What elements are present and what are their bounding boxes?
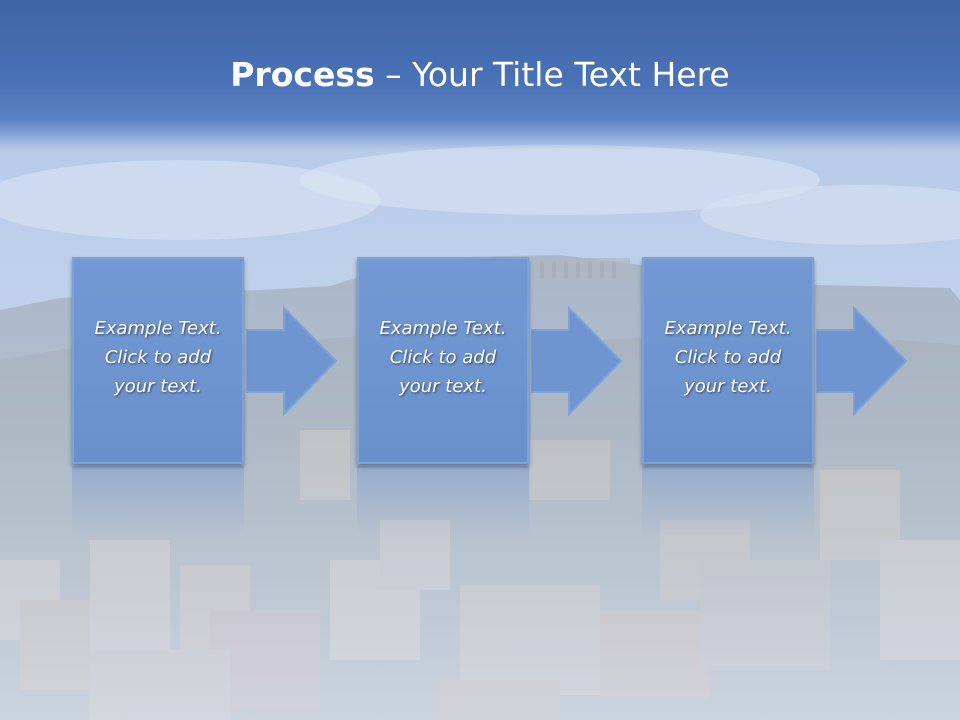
step-2-line-2: Click to add (389, 347, 497, 368)
step-1-line-3: your text. (114, 376, 202, 397)
step-2-line-3: your text. (399, 376, 487, 397)
title-bold: Process (230, 55, 375, 94)
step-1-text: Example Text. Click to add your text. (74, 314, 242, 401)
step-3-text: Example Text. Click to add your text. (644, 314, 812, 401)
step-1-box[interactable]: Example Text. Click to add your text. (72, 257, 244, 464)
step-2-line-1: Example Text. (379, 318, 507, 339)
step-1-line-2: Click to add (104, 347, 212, 368)
step-3-line-3: your text. (684, 376, 772, 397)
slide-title[interactable]: Process – Your Title Text Here (0, 52, 960, 98)
step-3-arrow-right-icon (816, 306, 908, 416)
step-3-box[interactable]: Example Text. Click to add your text. (642, 257, 814, 464)
step-1-line-1: Example Text. (94, 318, 222, 339)
step-3-line-1: Example Text. (664, 318, 792, 339)
step-2-box[interactable]: Example Text. Click to add your text. (357, 257, 529, 464)
step-1-reflection (72, 466, 244, 536)
title-rest: – Your Title Text Here (374, 55, 730, 94)
step-1-arrow-right-icon (246, 306, 338, 416)
step-2-reflection (357, 466, 529, 536)
step-3-reflection (642, 466, 814, 536)
step-3-line-2: Click to add (674, 347, 782, 368)
title-band (0, 0, 960, 150)
step-2-text: Example Text. Click to add your text. (359, 314, 527, 401)
step-2-arrow-right-icon (531, 306, 623, 416)
